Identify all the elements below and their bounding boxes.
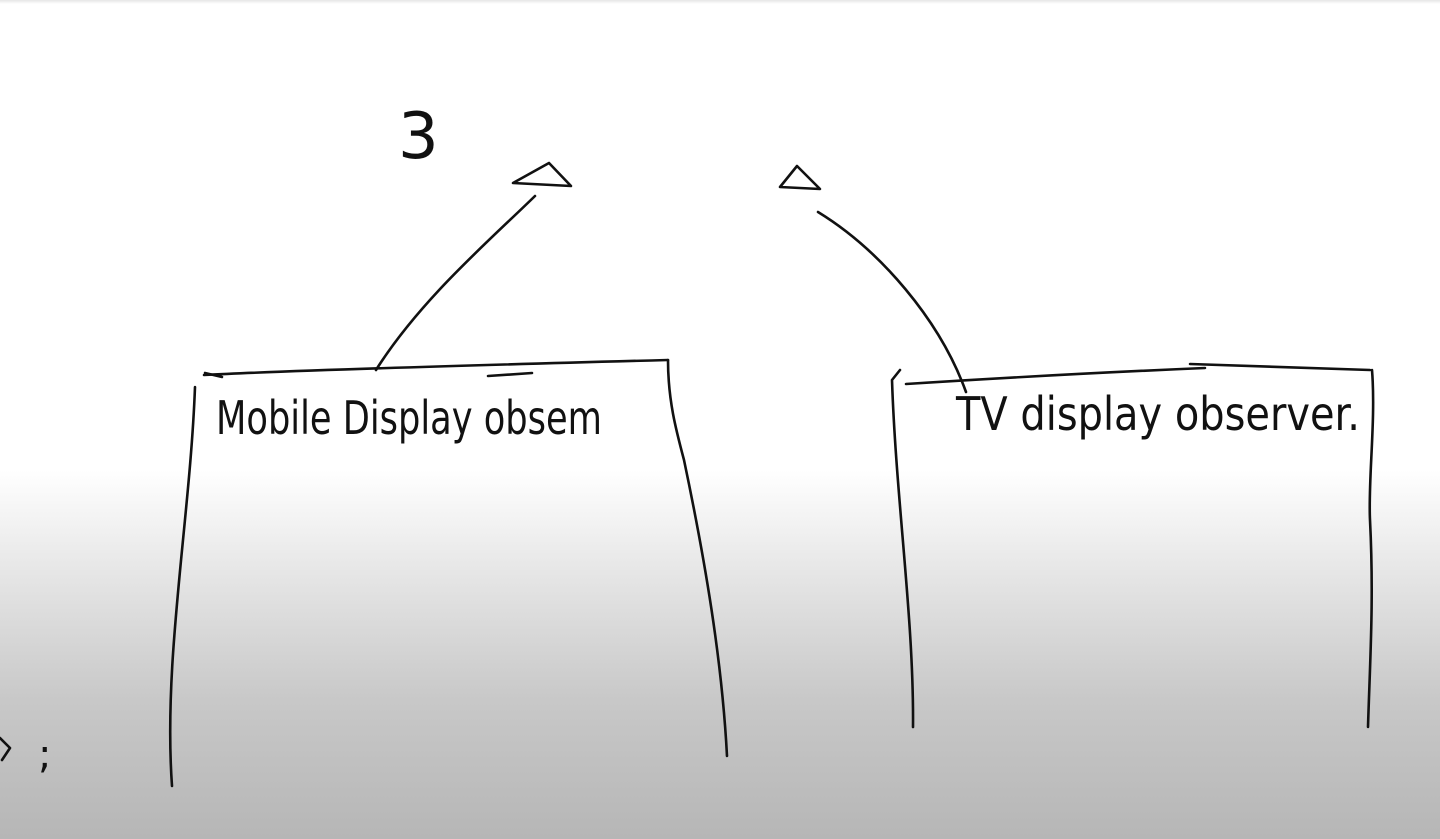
right-inheritance-line — [816, 210, 968, 394]
mobile-box-top-edge — [202, 358, 670, 377]
mobile-box-label: Mobile Display obsem — [216, 391, 602, 445]
partial-stroke-left — [0, 736, 12, 762]
tv-box-top-edge — [904, 366, 1207, 386]
mobile-box-right-edge — [666, 358, 729, 758]
mobile-box-left-edge — [168, 385, 197, 788]
left-inheritance-line — [374, 194, 537, 372]
number-label: 3 — [398, 100, 439, 174]
top-border — [0, 0, 1440, 4]
right-triangle-arrowhead — [778, 164, 822, 191]
tv-observer-box: TV display observer. — [890, 362, 1375, 729]
tv-box-left-edge — [890, 368, 915, 729]
mobile-box-top-tick — [203, 371, 224, 379]
mobile-box-top-tick-2 — [486, 371, 534, 378]
tv-box-top-edge-2 — [1188, 362, 1372, 372]
tv-box-right-edge — [1366, 368, 1375, 729]
left-triangle-arrowhead — [511, 161, 573, 188]
tv-box-label: TV display observer. — [955, 387, 1360, 441]
semicolon-glyph: ; — [38, 732, 51, 778]
mobile-observer-box: Mobile Display obsem — [168, 358, 729, 788]
